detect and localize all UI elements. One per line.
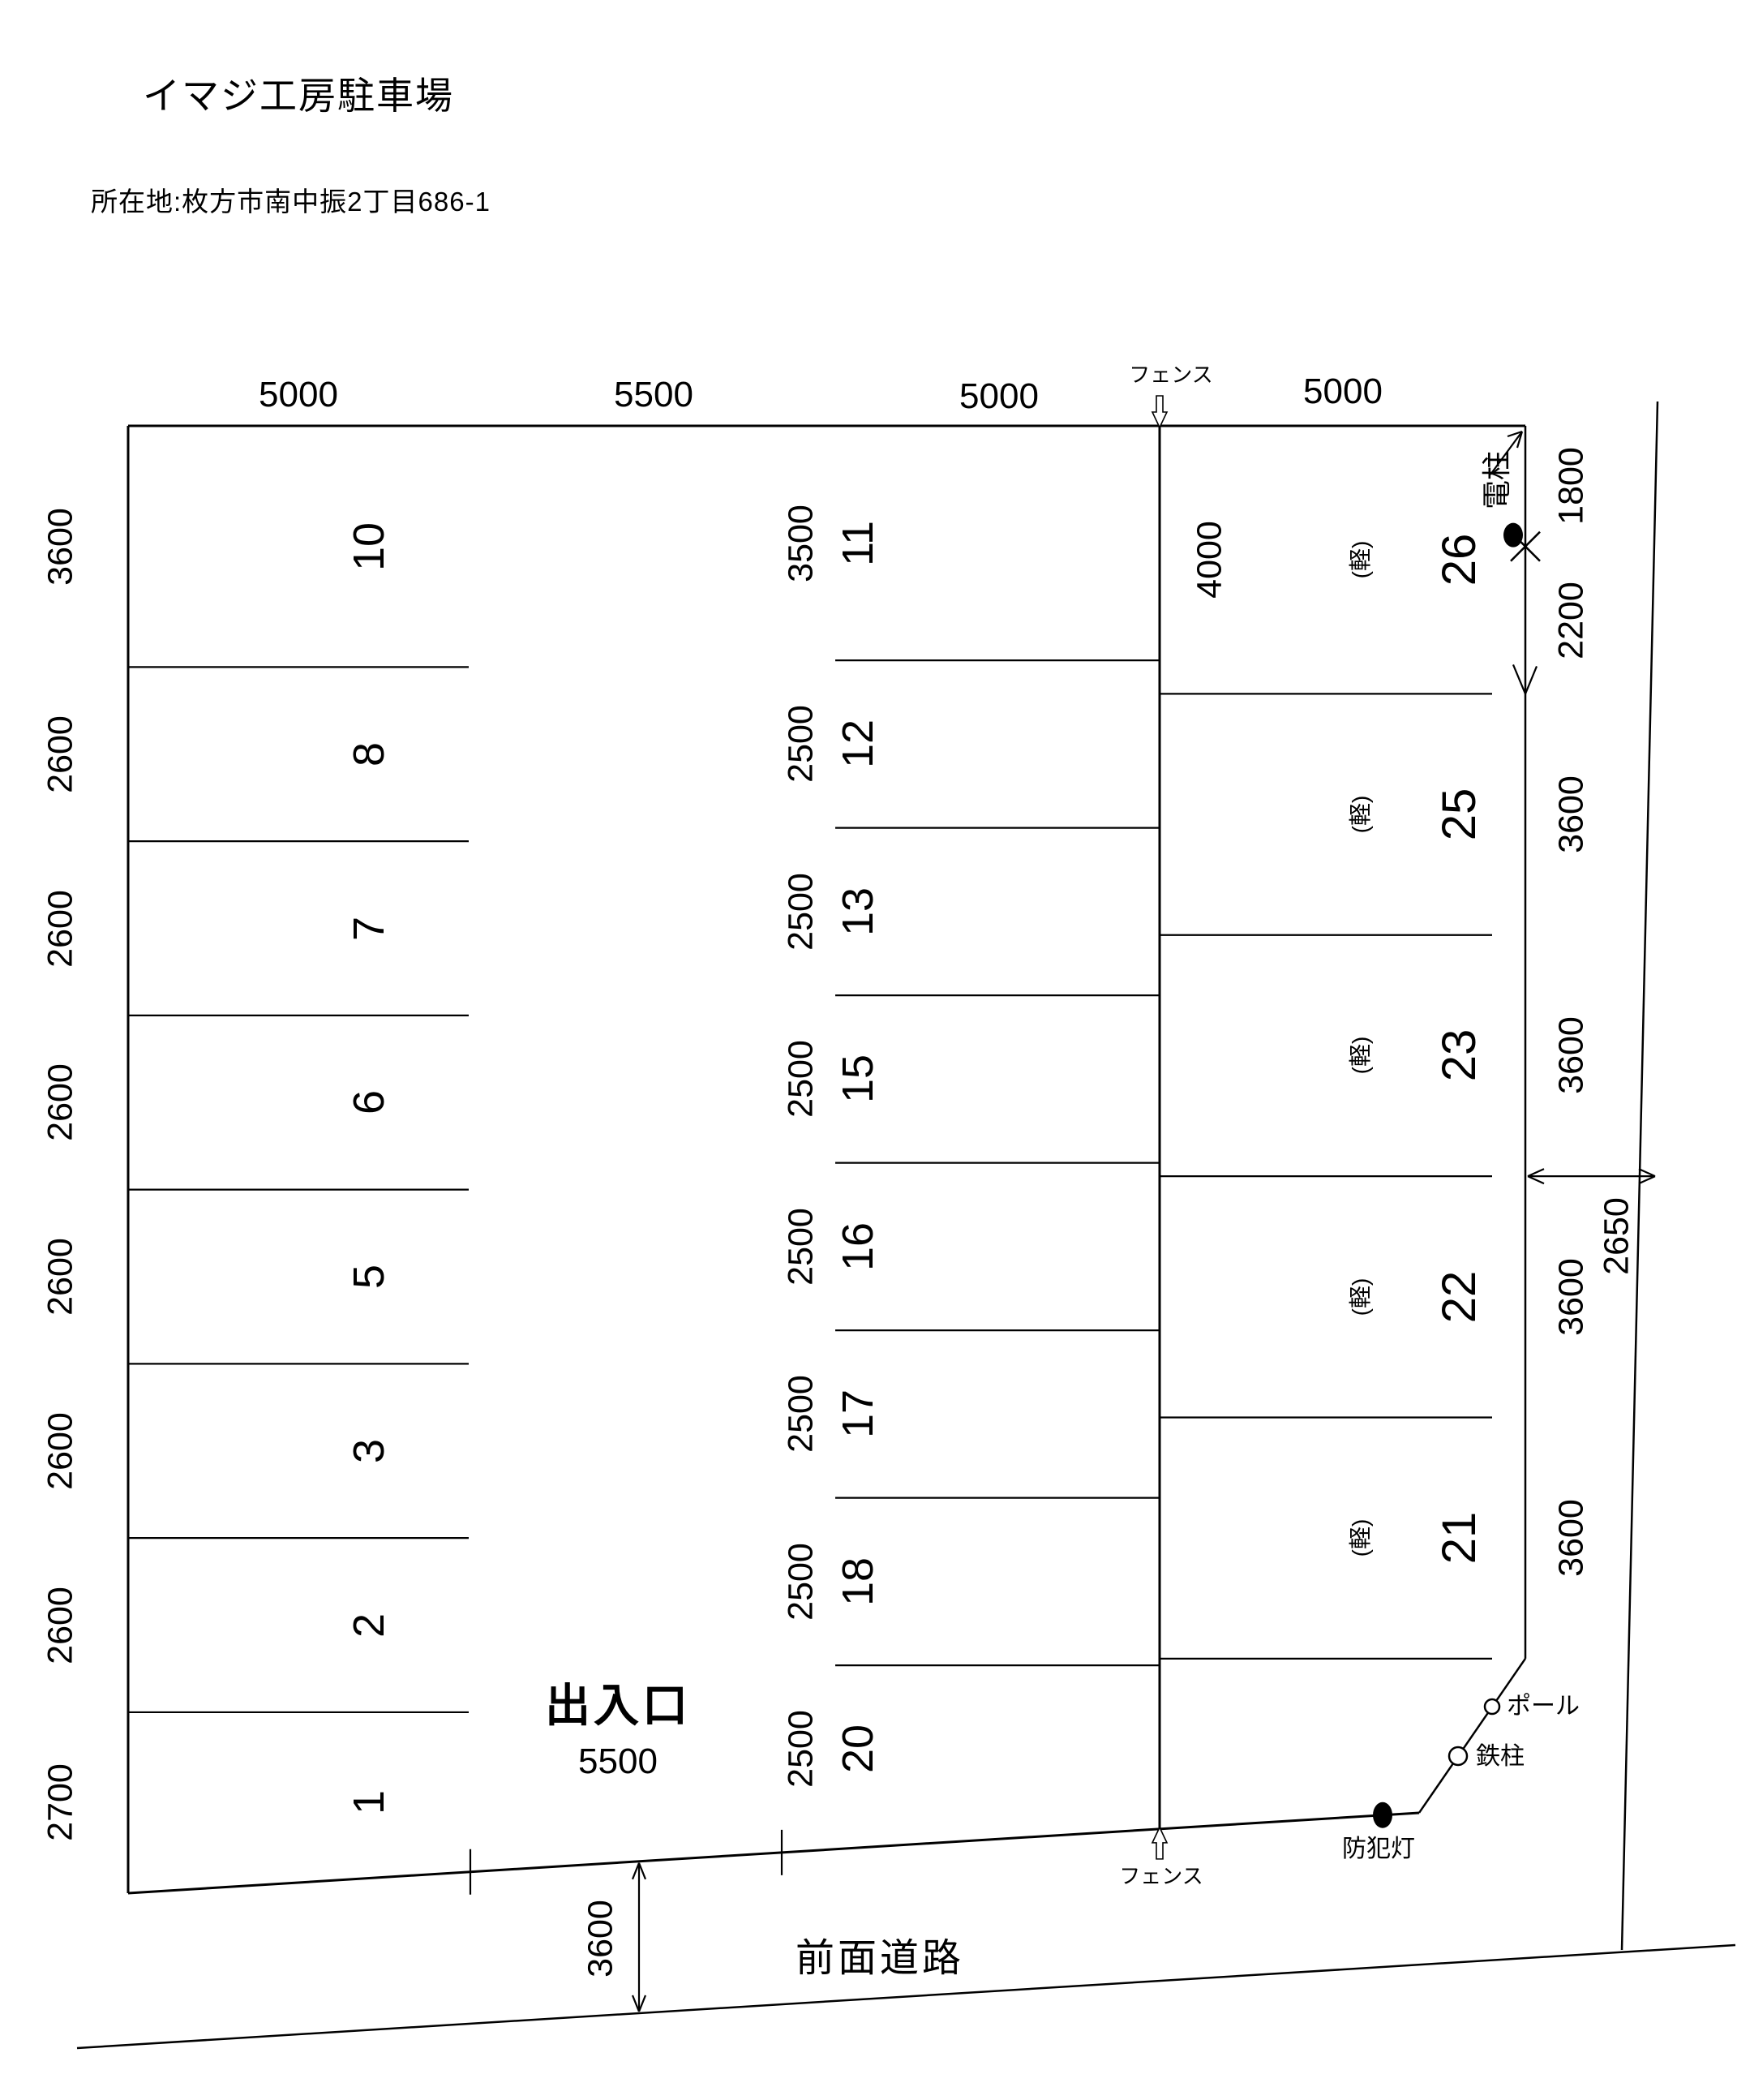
stall-1-number: 1	[345, 1790, 393, 1815]
dim-3600-21: 3600	[1551, 1499, 1591, 1577]
plan-line	[637, 1995, 647, 2012]
front-road-label: 前面道路	[795, 1937, 965, 1980]
page-title: イマジ工房駐車場	[143, 75, 454, 117]
dim-4000-26: 4000	[1190, 521, 1229, 599]
road-width-dim: 3600	[581, 1900, 620, 1978]
stall-20-size: 2500	[781, 1710, 821, 1789]
stall-18-size: 2500	[781, 1543, 821, 1621]
stall-20-number: 20	[834, 1724, 882, 1774]
stall-2-number: 2	[345, 1613, 393, 1638]
dim-2650-gap: 2650	[1597, 1197, 1636, 1275]
stall-5-number: 5	[345, 1264, 393, 1290]
stall-16-size: 2500	[781, 1208, 821, 1286]
stall-21-kei-tag: (軽)	[1348, 1518, 1373, 1557]
dim-3600-23: 3600	[1551, 1016, 1591, 1094]
stall-23-kei-tag: (軽)	[1348, 1037, 1373, 1075]
stall-8-number: 8	[345, 741, 393, 767]
fence-label-top: フェンス	[1129, 363, 1213, 387]
plan-line	[1490, 431, 1523, 475]
stall-25-number: 25	[1433, 788, 1486, 841]
dim-3600-25: 3600	[1551, 775, 1591, 853]
stall-3-number: 3	[345, 1438, 393, 1463]
plan-line	[1516, 431, 1524, 449]
stall-26-number: 26	[1433, 533, 1486, 586]
plan-line	[76, 1943, 1736, 2050]
plan-line	[1638, 1175, 1656, 1185]
stall-25-kei-tag: (軽)	[1348, 795, 1373, 834]
plan-line	[631, 1995, 641, 2012]
dim-3600-22: 3600	[1551, 1258, 1591, 1336]
steel-post-marker	[1448, 1746, 1469, 1767]
stall-1-size: 2700	[41, 1763, 80, 1842]
plan-line	[1527, 1168, 1545, 1178]
stall-6-size: 2600	[41, 1063, 80, 1142]
stall-16-number: 16	[834, 1222, 882, 1271]
plan-line	[631, 1862, 641, 1880]
stall-18-number: 18	[834, 1557, 882, 1606]
stall-15-number: 15	[834, 1054, 882, 1104]
stall-11-number: 11	[834, 520, 882, 566]
fence-label-bottom: フェンス	[1119, 1864, 1203, 1888]
plan-line	[1507, 430, 1523, 438]
plan-line	[127, 1811, 1420, 1895]
stall-10-number: 10	[345, 522, 393, 571]
top-dim-3: 5000	[959, 376, 1039, 416]
stall-6-number: 6	[345, 1090, 393, 1115]
stall-26-kei-tag: (軽)	[1348, 540, 1373, 579]
stall-21-number: 21	[1433, 1511, 1486, 1565]
stall-7-size: 2600	[41, 889, 80, 968]
stall-17-number: 17	[834, 1389, 882, 1439]
stall-5-size: 2600	[41, 1238, 80, 1316]
stall-10-size: 3600	[41, 507, 80, 586]
pole-label: ポール	[1507, 1693, 1580, 1720]
plan-line	[1638, 1168, 1656, 1178]
plan-line	[1524, 665, 1538, 694]
stall-22-kei-tag: (軽)	[1348, 1278, 1373, 1316]
stall-2-size: 2600	[41, 1586, 80, 1664]
stall-13-size: 2500	[781, 873, 821, 951]
site-address: 所在地:枚方市南中振2丁目686-1	[91, 187, 491, 217]
stall-17-size: 2500	[781, 1375, 821, 1454]
stall-12-number: 12	[834, 719, 882, 769]
stall-22-number: 22	[1433, 1270, 1486, 1324]
dim-2200: 2200	[1551, 582, 1591, 659]
stall-13-number: 13	[834, 887, 882, 936]
plan-line	[1512, 663, 1527, 694]
stall-8-size: 2600	[41, 715, 80, 793]
dim-1800: 1800	[1551, 447, 1591, 525]
pole-marker	[1483, 1698, 1501, 1716]
entrance-width-dim: 5500	[578, 1741, 658, 1781]
top-dim-2: 5500	[614, 375, 693, 414]
top-dim-4: 5000	[1303, 371, 1383, 411]
plan-line	[1527, 1175, 1545, 1185]
plan-line	[1510, 530, 1541, 562]
entrance-label: 出入口	[545, 1680, 691, 1731]
stall-11-size: 3500	[781, 504, 821, 582]
plan-line	[1417, 1658, 1527, 1814]
stall-15-size: 2500	[781, 1040, 821, 1119]
security-light-label: 防犯灯	[1342, 1836, 1415, 1862]
top-dim-1: 5000	[259, 375, 338, 414]
stall-12-size: 2500	[781, 705, 821, 784]
stall-3-size: 2600	[41, 1411, 80, 1490]
security-light-dot	[1373, 1802, 1392, 1828]
utility-pole-label: 電柱	[1480, 450, 1513, 510]
stall-7-number: 7	[345, 916, 393, 941]
stall-23-number: 23	[1433, 1029, 1486, 1082]
utility-pole-dot	[1503, 522, 1523, 548]
steel-post-label: 鉄柱	[1476, 1743, 1525, 1770]
plan-line	[637, 1862, 647, 1880]
